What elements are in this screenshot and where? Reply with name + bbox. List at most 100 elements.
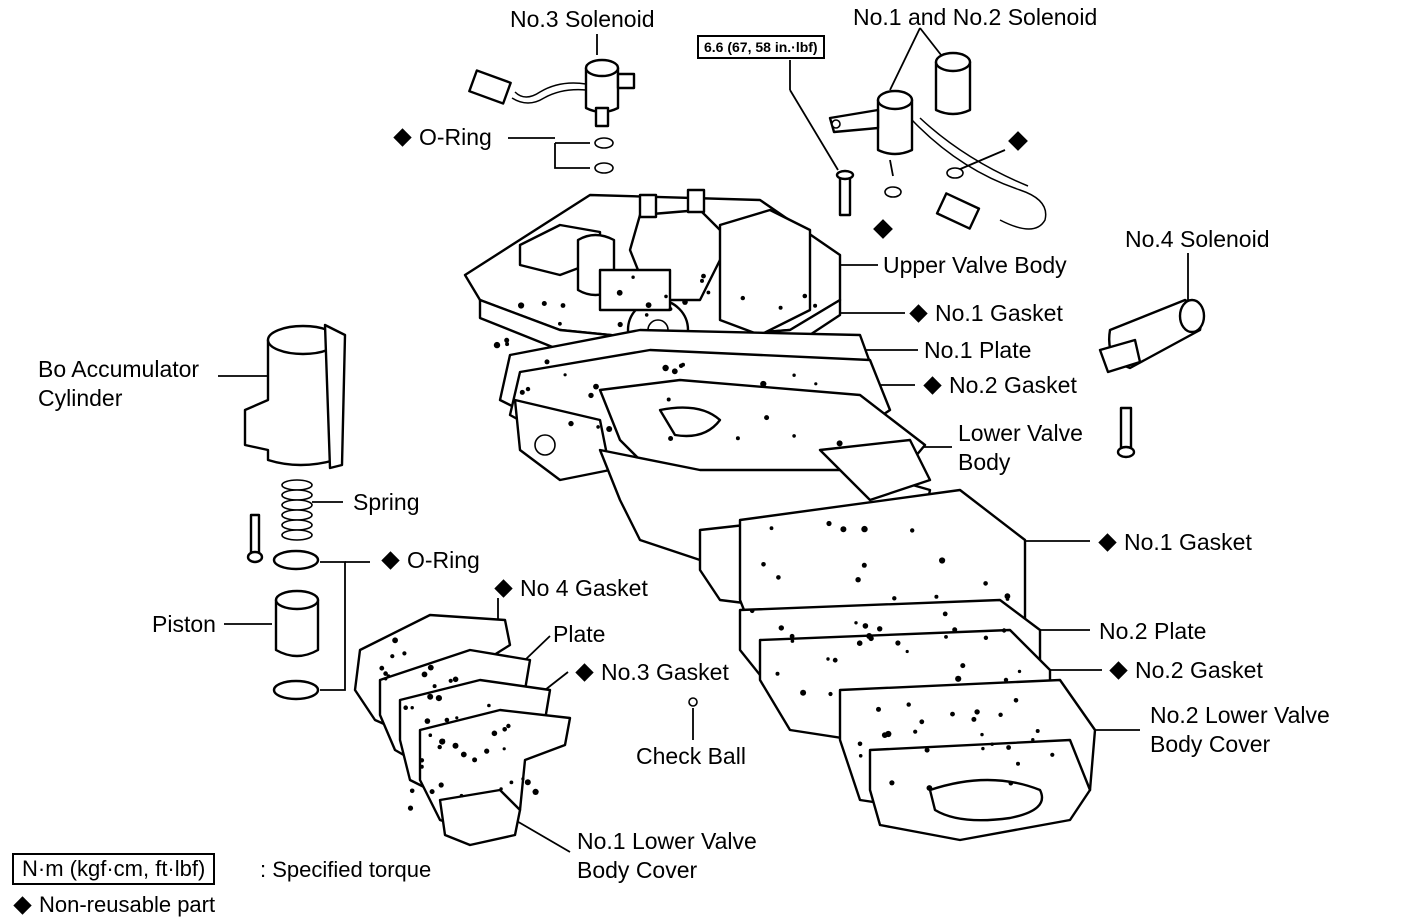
bolt-hole-dot xyxy=(775,671,780,676)
label-no3-gasket: No.3 Gasket xyxy=(574,658,729,687)
bolt-hole-dot xyxy=(760,380,767,388)
label-upper-valve-body: Upper Valve Body xyxy=(883,252,1067,278)
bolt-hole-dot xyxy=(424,718,431,724)
no3-solenoid-part xyxy=(468,58,636,174)
black-diamond-icon xyxy=(575,663,594,683)
bolt-hole-dot xyxy=(769,526,774,531)
bolt-hole-dot xyxy=(439,738,446,745)
bolt-hole-dot xyxy=(913,729,918,734)
bolt-hole-dot xyxy=(858,754,863,758)
bolt-hole-dot xyxy=(939,557,946,564)
label-no4-gasket: No 4 Gasket xyxy=(493,574,648,603)
bolt-hole-dot xyxy=(895,640,901,646)
label-no2-gasket-upper-text: No.2 Gasket xyxy=(949,372,1077,398)
label-o-ring-lower-text: O-Ring xyxy=(407,547,480,573)
bolt-hole-dot xyxy=(421,671,428,678)
bolt-hole-dot xyxy=(877,626,883,632)
bolt-hole-dot xyxy=(410,706,414,710)
bolt-hole-dot xyxy=(926,785,933,791)
label-check-ball: Check Ball xyxy=(636,743,746,769)
label-no3-solenoid: No.3 Solenoid xyxy=(510,6,655,32)
label-plate: Plate xyxy=(553,621,606,647)
bolt-hole-dot xyxy=(942,611,948,617)
bolt-hole-dot xyxy=(1035,729,1040,733)
bolt-hole-dot xyxy=(588,392,594,399)
bolt-hole-dot xyxy=(778,305,783,310)
bolt-hole-dot xyxy=(384,677,388,681)
label-bo-accumulator-line2: Cylinder xyxy=(38,385,123,411)
bolt-hole-dot xyxy=(460,751,467,758)
bolt-hole-dot xyxy=(828,691,833,697)
bolt-hole-dots xyxy=(379,273,1055,811)
bolt-hole-dot xyxy=(861,525,868,533)
black-diamond-icon xyxy=(13,895,32,915)
bolt-hole-dot xyxy=(484,748,490,754)
bolt-hole-dot xyxy=(814,382,818,386)
label-piston: Piston xyxy=(152,611,216,637)
bolt-hole-dot xyxy=(1017,669,1022,674)
bolt-hole-dot xyxy=(444,717,450,723)
bolt-hole-dot xyxy=(560,303,566,308)
bolt-hole-dot xyxy=(861,562,867,568)
bolt-hole-dot xyxy=(506,723,511,729)
bolt-hole-dot xyxy=(832,657,838,663)
bolt-hole-dot xyxy=(666,397,671,402)
bolt-hole-dot xyxy=(518,302,525,309)
bolt-hole-dot xyxy=(740,295,745,301)
label-lower-valve-body-line1: Lower Valve xyxy=(958,420,1083,446)
label-no1-gasket-upper-text: No.1 Gasket xyxy=(935,300,1063,326)
label-o-ring-top-text: O-Ring xyxy=(419,124,492,150)
bolt-hole-dot xyxy=(532,788,539,796)
bolt-hole-dot xyxy=(952,627,958,633)
bolt-hole-dot xyxy=(509,780,514,785)
label-lower-valve-body-line2: Body xyxy=(958,449,1011,475)
bolt-hole-dot xyxy=(889,780,895,786)
bolt-hole-dot xyxy=(664,294,668,299)
bolt-hole-dot xyxy=(735,436,740,441)
bolt-hole-dot xyxy=(519,389,525,395)
bolt-hole-dot xyxy=(402,651,407,656)
bolt-hole-dot xyxy=(990,742,994,746)
no1-no2-solenoid-part xyxy=(828,51,1047,230)
bolt-hole-dot xyxy=(1016,761,1020,766)
bolt-hole-dot xyxy=(644,313,649,317)
bolt-hole-dot xyxy=(668,436,674,441)
bolt-hole-dot xyxy=(678,363,684,368)
bolt-hole-dot xyxy=(390,654,395,659)
bolt-hole-dot xyxy=(857,741,863,747)
bolt-hole-dot xyxy=(504,337,510,343)
bolt-hole-dot xyxy=(596,425,600,429)
bolt-hole-dot xyxy=(1003,677,1009,683)
bolt-hole-dot xyxy=(885,730,892,738)
bolt-hole-dot xyxy=(502,727,508,732)
bolt-hole-dot xyxy=(487,703,491,708)
bolt-hole-dot xyxy=(662,364,669,372)
bolt-hole-dot xyxy=(379,665,385,671)
bolt-hole-dot xyxy=(778,625,784,631)
bolt-hole-dot xyxy=(1004,593,1011,600)
bolt-hole-dot xyxy=(892,596,897,601)
label-bo-accumulator-line1: Bo Accumulator xyxy=(38,356,200,382)
bolt-hole-dot xyxy=(862,623,869,629)
bolt-hole-dot xyxy=(1031,738,1035,742)
bo-accumulator-part xyxy=(243,323,347,701)
label-o-ring-lower: O-Ring xyxy=(380,546,480,575)
bolt-hole-dot xyxy=(706,290,711,295)
black-diamond-icon xyxy=(1098,533,1117,553)
bolt-hole-dot xyxy=(1008,780,1014,786)
bolt-hole-dot xyxy=(521,777,525,781)
bolt-hole-dot xyxy=(671,368,678,375)
bolt-hole-dot xyxy=(392,637,398,644)
spring-part xyxy=(281,479,313,541)
bolt-hole-dot xyxy=(1006,745,1011,750)
black-diamond-icon xyxy=(909,304,928,324)
label-no3-gasket-text: No.3 Gasket xyxy=(601,659,729,685)
black-diamond-icon xyxy=(923,376,942,396)
bolt-hole-dot xyxy=(524,779,531,786)
bolt-hole-dot xyxy=(944,635,948,639)
label-no4-gasket-text: No 4 Gasket xyxy=(520,575,648,601)
bolt-hole-dot xyxy=(906,702,911,707)
bolt-hole-dot xyxy=(789,633,795,639)
label-no1-lower-cover-line1: No.1 Lower Valve xyxy=(577,828,757,854)
bolt-hole-dot xyxy=(813,303,818,308)
